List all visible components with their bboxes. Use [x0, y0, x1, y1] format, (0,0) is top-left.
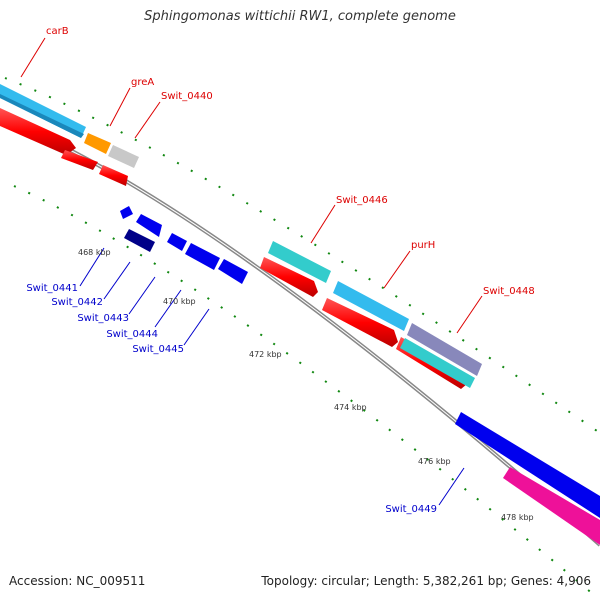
- accession-label: Accession: NC_009511: [9, 574, 146, 588]
- label-lines-forward: [20, 37, 483, 334]
- gene-label: Swit_0448: [483, 286, 535, 297]
- gene-Swit_0444[interactable]: [167, 233, 187, 251]
- tick-label: 470 kbp: [163, 297, 196, 306]
- tick-label: 478 kbp: [501, 513, 534, 522]
- gene-Swit_0443[interactable]: [124, 229, 155, 252]
- label-lines-reverse: [79, 247, 465, 506]
- gene-label: Swit_0441: [26, 283, 78, 294]
- gene-Swit_0448-teal: [400, 338, 475, 388]
- cds-forward: [99, 165, 128, 186]
- map-title: Sphingomonas wittichii RW1, complete gen…: [144, 9, 456, 24]
- gene-label: carB: [46, 26, 69, 37]
- gene-Swit_0441[interactable]: [120, 206, 133, 219]
- gene-Swit_0445[interactable]: [185, 243, 220, 270]
- tick-label: 474 kbp: [334, 403, 367, 412]
- gene-label: Swit_0444: [106, 329, 158, 340]
- gene-carB-shade: [0, 94, 84, 138]
- coordinate-ticks: 468 kbp 470 kbp 472 kbp 474 kbp 476 kbp …: [78, 248, 534, 522]
- gene-label: purH: [411, 240, 435, 251]
- gene-purH[interactable]: [333, 281, 409, 331]
- gene-label: Swit_0440: [161, 91, 213, 102]
- gene-labels-reverse: Swit_0441 Swit_0442 Swit_0443 Swit_0444 …: [26, 283, 437, 515]
- tick-label: 472 kbp: [249, 350, 282, 359]
- gene-label: Swit_0442: [51, 297, 103, 308]
- gene-track-forward: [0, 84, 482, 388]
- gene-Swit_0449[interactable]: [455, 412, 600, 518]
- tick-label: 468 kbp: [78, 248, 111, 257]
- tick-label: 476 kbp: [418, 457, 451, 466]
- genome-summary: Topology: circular; Length: 5,382,261 bp…: [261, 574, 591, 588]
- gene-label: Swit_0449: [385, 504, 437, 515]
- cds-forward: [260, 257, 318, 297]
- cds-forward: [61, 150, 98, 170]
- gene-label: Swit_0443: [77, 313, 129, 324]
- gene-label: greA: [131, 77, 154, 88]
- gene-label: Swit_0445: [132, 344, 184, 355]
- cds-forward: [0, 108, 76, 155]
- gene-labels-forward: carB greA Swit_0440 Swit_0446 purH Swit_…: [46, 26, 535, 297]
- gene-Swit_0440[interactable]: [108, 145, 139, 168]
- gene-carB[interactable]: [0, 84, 86, 138]
- gene-Swit_0442[interactable]: [136, 214, 162, 237]
- gene-label: Swit_0446: [336, 195, 388, 206]
- gene-greA[interactable]: [84, 133, 111, 154]
- gene-extra-magenta: [503, 467, 600, 545]
- gene-Swit_0446[interactable]: [268, 241, 331, 283]
- cds-forward: [322, 298, 398, 347]
- gene-track-reverse: [120, 206, 600, 545]
- gene-Swit_0448[interactable]: [407, 323, 482, 376]
- gene-Swit_0445b: [218, 259, 248, 284]
